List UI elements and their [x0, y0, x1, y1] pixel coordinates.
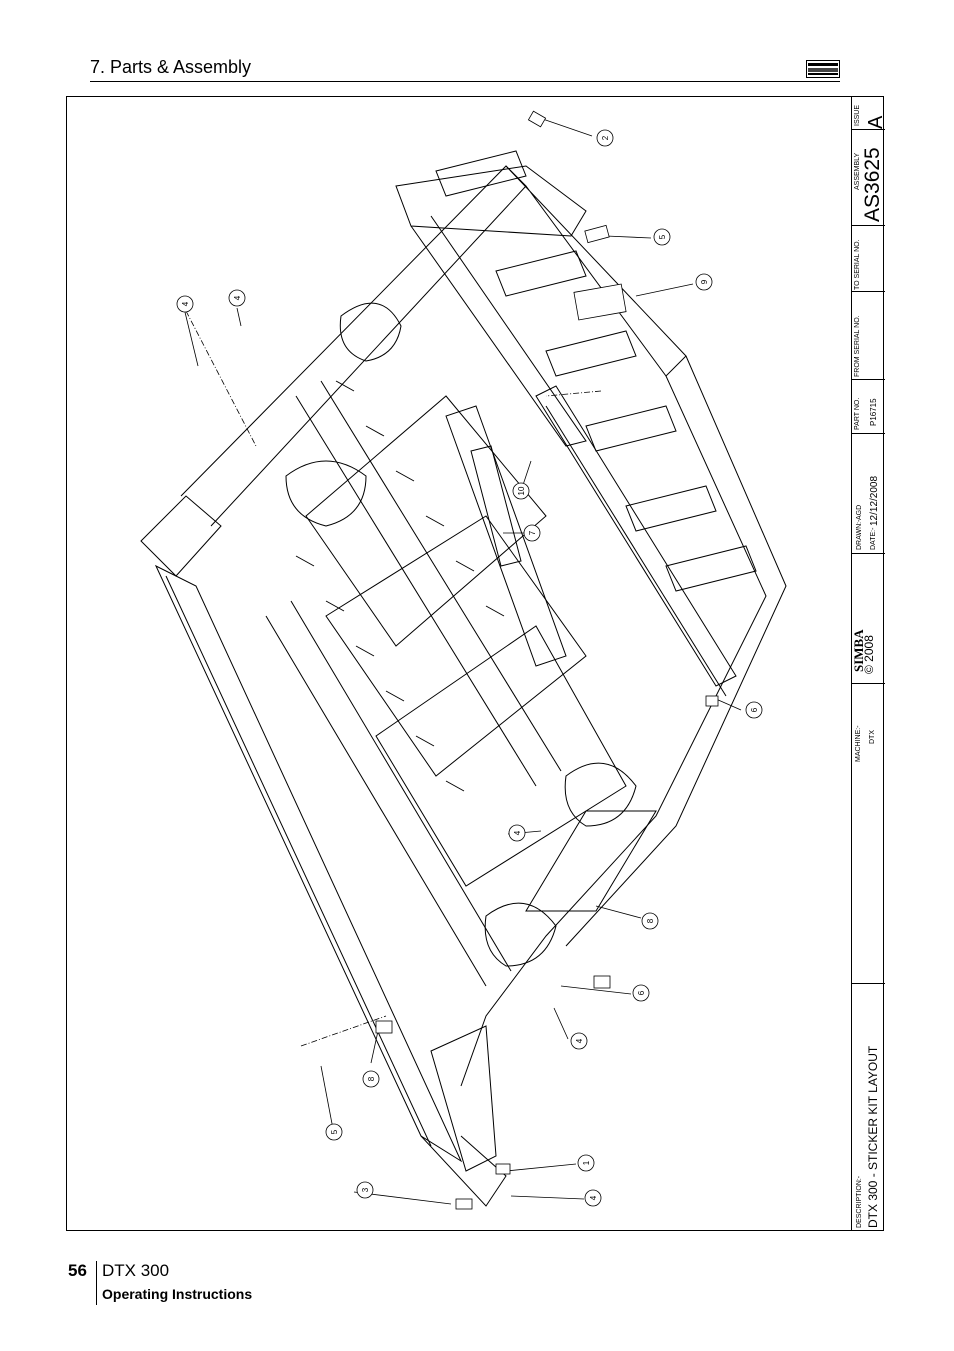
description-cell: DESCRIPTION:- DTX 300 - STICKER KIT LAYO… [852, 984, 885, 1231]
callout-label: 3 [361, 1187, 370, 1192]
callout-label: 8 [367, 1076, 376, 1081]
document-subtitle: Operating Instructions [102, 1286, 253, 1302]
drawn-value: AGD [856, 504, 863, 520]
from-serial-label: FROM SERIAL NO. [854, 315, 861, 377]
callout-label: 4 [181, 301, 190, 306]
from-serial-cell: FROM SERIAL NO. [852, 292, 885, 380]
part-no-cell: PART NO. P16715 [852, 380, 885, 434]
callout-label: 1 [582, 1160, 591, 1165]
section-title: 7. Parts & Assembly [90, 57, 252, 77]
brand-cell: © 2008 SIMBA [851, 554, 885, 684]
callout-layer: 2 5 9 4 4 10 7 6 4 8 6 4 8 5 1 3 4 [176, 129, 763, 1207]
footer-rule [96, 1261, 97, 1305]
sticker-kit-drawing [140, 110, 787, 1210]
to-serial-label: TO SERIAL NO. [854, 239, 861, 290]
callout-label: 7 [528, 530, 537, 535]
callout-label: 6 [750, 707, 759, 712]
page-number: 56 [68, 1261, 87, 1280]
callout-label: 4 [513, 830, 522, 835]
header-rule [90, 81, 840, 82]
issue-label: ISSUE [854, 104, 861, 126]
assembly-label: ASSEMBLY [854, 152, 861, 190]
callout-label: 4 [589, 1195, 598, 1200]
callout-label: 4 [233, 295, 242, 300]
drawn-date-cell: DRAWN:- AGD DATE:- 12/12/2008 [852, 434, 885, 554]
machine-label: MACHINE:- [855, 725, 862, 762]
description-value: DTX 300 - STICKER KIT LAYOUT [866, 1045, 880, 1228]
title-block: ISSUE A ASSEMBLY AS3625 TO SERIAL NO. FR… [851, 96, 887, 1231]
to-serial-cell: TO SERIAL NO. [852, 226, 885, 292]
callout-label: 4 [575, 1038, 584, 1043]
machine-cell: MACHINE:- DTX [852, 684, 885, 984]
callout-label: 2 [601, 135, 610, 140]
callout-label: 8 [646, 918, 655, 923]
simba-brand-logo: SIMBA [851, 629, 866, 672]
callout-label: 5 [658, 234, 667, 239]
callout-label: 6 [637, 990, 646, 995]
issue-value: A [865, 115, 887, 129]
simba-logo-icon [806, 60, 840, 78]
callout-label: 9 [700, 279, 709, 284]
machine-value: DTX [869, 730, 876, 744]
part-no-label: PART NO. [854, 397, 861, 430]
drawing-frame [66, 96, 884, 1231]
callout-label: 10 [517, 486, 526, 495]
date-label: DATE:- [870, 527, 877, 550]
assembly-cell: ASSEMBLY AS3625 [852, 130, 885, 226]
assembly-value: AS3625 [861, 147, 884, 222]
document-name: DTX 300 [102, 1261, 170, 1280]
callout-label: 5 [330, 1129, 339, 1134]
drawn-label: DRAWN:- [856, 519, 863, 550]
part-no-value: P16715 [869, 398, 878, 426]
date-value: 12/12/2008 [869, 475, 880, 526]
issue-cell: ISSUE A [852, 96, 887, 130]
description-label: DESCRIPTION:- [856, 1175, 863, 1228]
